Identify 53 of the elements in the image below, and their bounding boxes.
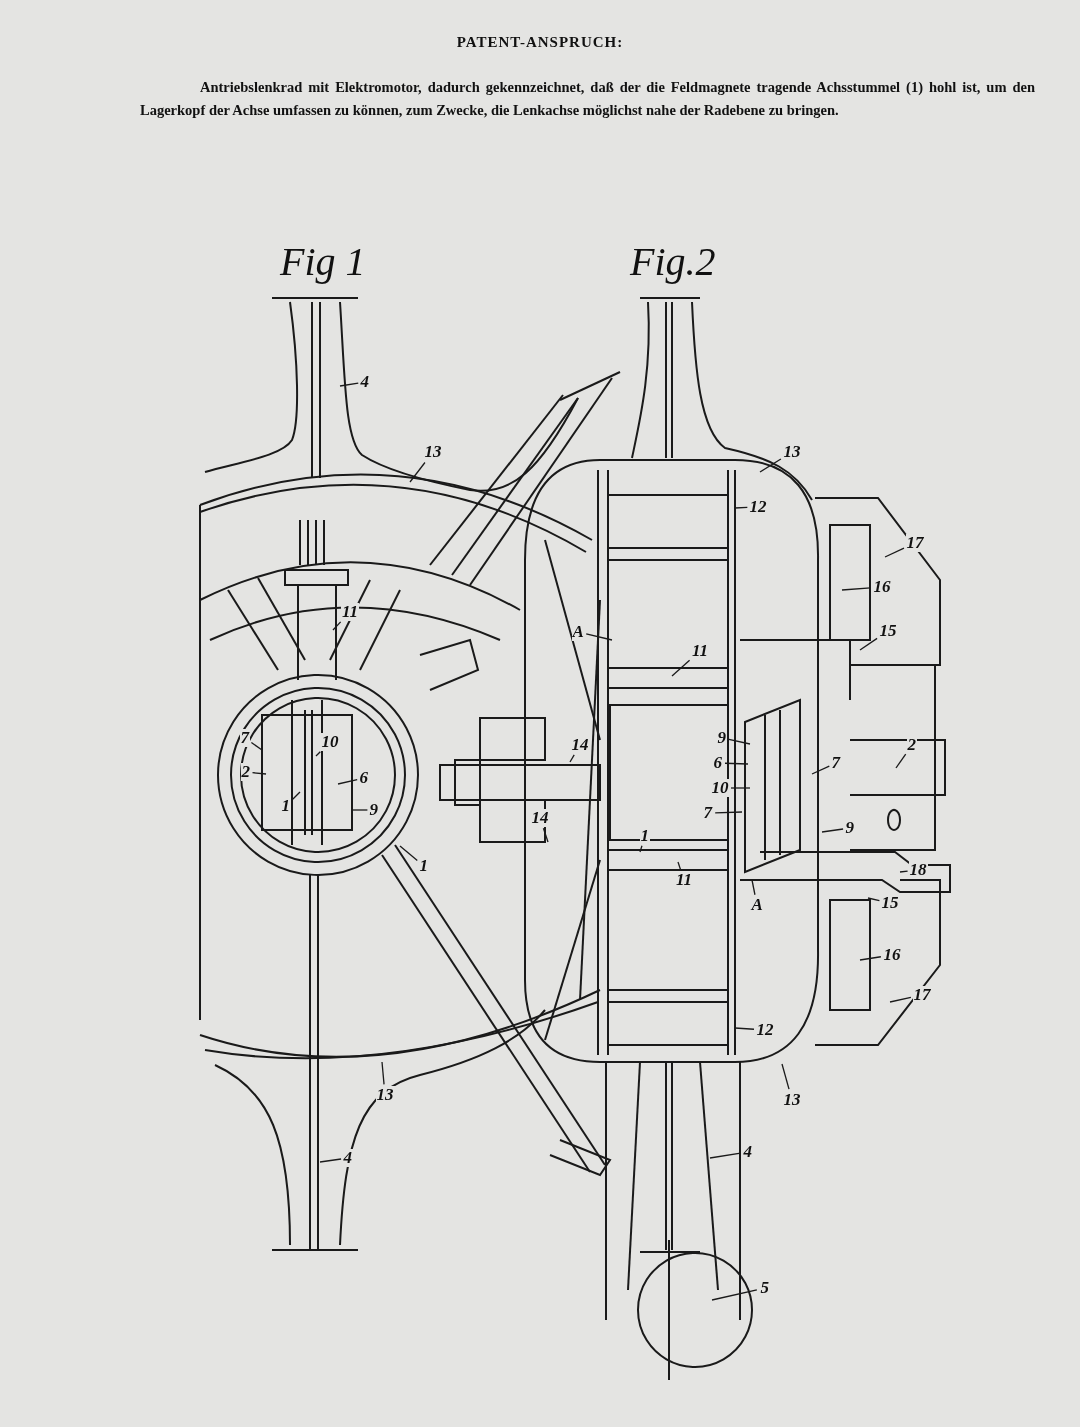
leader-line <box>899 870 909 873</box>
leader-line <box>711 1289 758 1301</box>
leader-line <box>867 897 881 902</box>
leader-line <box>677 861 682 871</box>
callout-number: 10 <box>710 779 730 797</box>
leader-line <box>751 879 756 896</box>
leader-line <box>821 828 844 833</box>
callout-number: 14 <box>530 809 550 827</box>
leader-line <box>709 1152 742 1159</box>
callout-number: 2 <box>240 763 251 781</box>
leader-line <box>734 506 748 509</box>
figure-label: Fig 1 <box>280 240 366 284</box>
leader-line <box>811 765 830 775</box>
leader-line <box>319 1158 342 1163</box>
leader-line <box>250 741 263 751</box>
leader-line <box>585 633 613 641</box>
leader-line <box>889 996 912 1003</box>
figure-label: Fig.2 <box>630 240 716 284</box>
callout-number: 4 <box>342 1149 353 1167</box>
leader-line <box>381 1061 385 1085</box>
claim-text: Antriebslenkrad mit Elektromotor, dadurch gekennzeichnet, daß der die Feldmagnete tragende Achsstummel (1) hohl ist, um den Lagerkopf der Achse umfassen zu können, zum Zwecke, die Lenkachse möglichst nahe der Radebene zu bringen. <box>140 78 1035 120</box>
leader-line <box>351 809 369 811</box>
leader-line <box>569 754 575 763</box>
leader-line <box>399 845 418 862</box>
leader-line <box>859 956 882 961</box>
leader-line <box>859 637 878 651</box>
leader-line <box>315 751 321 757</box>
leader-line <box>759 458 782 473</box>
leader-line <box>542 827 549 843</box>
leader-line <box>781 1063 790 1090</box>
callout-number: 10 <box>320 733 340 751</box>
callout-number: 7 <box>239 729 250 747</box>
leader-line <box>730 787 751 789</box>
callout-number: A <box>571 623 585 641</box>
leader-line <box>337 778 358 785</box>
leader-line <box>671 659 691 677</box>
callout-number: 17 <box>905 534 925 552</box>
callout-number: 13 <box>375 1086 395 1104</box>
callout-number: 17 <box>912 986 932 1004</box>
leader-line <box>251 772 267 775</box>
leader-line <box>734 1027 755 1030</box>
leader-line <box>895 753 907 769</box>
leader-line <box>332 621 342 631</box>
leader-line <box>728 738 751 745</box>
callout-number: 11 <box>341 603 360 621</box>
leader-line <box>841 587 872 591</box>
leader-line <box>639 845 643 853</box>
leader-line <box>339 382 359 387</box>
leader-line <box>409 461 426 483</box>
heading: PATENT-ANSPRUCH: <box>455 34 625 51</box>
leader-line <box>884 547 905 558</box>
leader-line <box>724 762 749 765</box>
leader-line <box>714 811 743 814</box>
